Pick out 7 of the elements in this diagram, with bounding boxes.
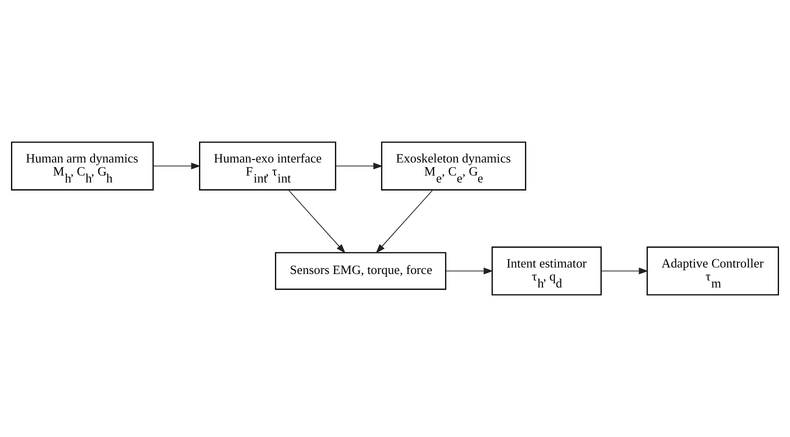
arrow [376, 190, 434, 254]
node-box: Sensors EMG, torque, force [274, 252, 446, 290]
arrow [446, 268, 494, 274]
arrow [288, 190, 346, 254]
arrow [600, 268, 648, 274]
arrow [336, 162, 383, 170]
arrow [152, 162, 201, 170]
